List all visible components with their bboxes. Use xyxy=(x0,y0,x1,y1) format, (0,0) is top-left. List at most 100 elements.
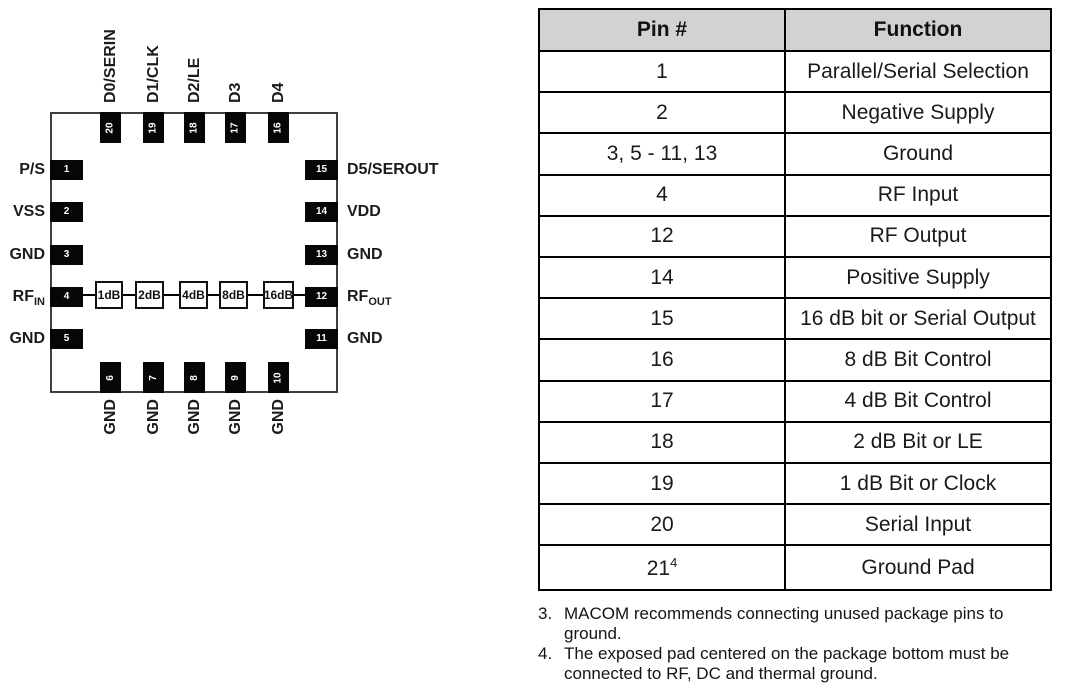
attenuator-block-16db: 16dB xyxy=(263,281,294,309)
attenuator-block-4db: 4dB xyxy=(179,281,208,309)
chip-package-outline xyxy=(50,112,338,393)
function-cell: 4 dB Bit Control xyxy=(784,379,1052,423)
pin-pad-17: 17 xyxy=(225,112,246,143)
pin-label-text: GND xyxy=(9,330,45,347)
pin-number: 17 xyxy=(229,121,241,134)
function-cell: Positive Supply xyxy=(784,256,1052,300)
pin-number: 18 xyxy=(188,121,200,134)
pin-label-gnd-bottom: GND xyxy=(269,399,287,435)
function-cell: Ground xyxy=(784,132,1052,176)
pin-label-gnd-bottom: GND xyxy=(144,399,162,435)
note-line: MACOM recommends connecting unused packa… xyxy=(564,604,1004,623)
attenuator-block-2db: 2dB xyxy=(135,281,164,309)
pin-pad-19: 19 xyxy=(143,112,164,143)
pin-label-gnd-bottom: GND xyxy=(101,399,119,435)
pin-label-d0-serin: D0/SERIN xyxy=(101,29,119,103)
pin-pad-7: 7 xyxy=(143,362,164,393)
pin-label-text: GND xyxy=(347,330,383,347)
pin-footnote-superscript: 4 xyxy=(670,554,678,570)
pin-number: 19 xyxy=(147,121,159,134)
pin-number: 13 xyxy=(315,249,328,260)
pin-number: 16 xyxy=(272,121,284,134)
note-item: 4.The exposed pad centered on the packag… xyxy=(538,644,1066,684)
function-cell: 16 dB bit or Serial Output xyxy=(784,297,1052,341)
function-cell: RF Output xyxy=(784,214,1052,259)
pin-cell: 4 xyxy=(538,173,786,217)
pin-pad-9: 9 xyxy=(225,362,246,393)
notes: 3. MACOM recommends connecting unused pac… xyxy=(538,604,1066,684)
pin-label-d1-clk: D1/CLK xyxy=(144,45,162,103)
note-text: The exposed pad centered on the package … xyxy=(564,644,1066,684)
pin-label-text: GND xyxy=(9,246,45,263)
pin-label-text: RF xyxy=(12,288,34,305)
pin-pad-2: 2 xyxy=(50,202,83,222)
note-line: The exposed pad centered on the package … xyxy=(564,644,1010,663)
note-number: 3. xyxy=(538,604,553,623)
pin-label-left-2: VSS xyxy=(0,201,45,223)
function-header: Function xyxy=(784,8,1052,52)
note-line: connected to RF, DC and thermal ground. xyxy=(564,664,878,683)
pin-number: 12 xyxy=(315,291,328,302)
pin-pad-6: 6 xyxy=(100,362,121,393)
function-cell: Ground Pad xyxy=(784,544,1052,591)
pin-label-right-14: VDD xyxy=(347,201,381,223)
pin-label-text: RF xyxy=(347,288,369,305)
pin-number: 6 xyxy=(104,374,116,381)
pin-pad-3: 3 xyxy=(50,245,83,265)
function-cell: 1 dB Bit or Clock xyxy=(784,462,1052,506)
pin-label-right-13: GND xyxy=(347,244,383,266)
function-cell: Parallel/Serial Selection xyxy=(784,49,1052,94)
pin-pad-20: 20 xyxy=(100,112,121,143)
pin-pad-13: 13 xyxy=(305,245,338,265)
pin-number: 2 xyxy=(63,206,70,217)
pin-pad-14: 14 xyxy=(305,202,338,222)
pin-cell: 3, 5 - 11, 13 xyxy=(538,132,786,176)
pin-cell: 20 xyxy=(538,503,786,547)
pin-number: 3 xyxy=(63,249,70,260)
pin-pad-1: 1 xyxy=(50,160,83,180)
pin-number: 10 xyxy=(272,371,284,384)
pin-cell: 2 xyxy=(538,91,786,135)
pin-pad-12: 12 xyxy=(305,287,338,307)
pin-number: 5 xyxy=(63,333,70,344)
pin-pad-16: 16 xyxy=(268,112,289,143)
pin-label-right-11: GND xyxy=(347,328,383,350)
pin-label-gnd-bottom: GND xyxy=(185,399,203,435)
pin-cell: 1 xyxy=(538,49,786,94)
pin-cell: 14 xyxy=(538,256,786,300)
pin-label-subscript: OUT xyxy=(368,296,392,308)
function-cell: Serial Input xyxy=(784,503,1052,547)
pin-label-right-12: RFOUT xyxy=(347,286,392,308)
pin-label-text: VDD xyxy=(347,203,381,220)
pin-label-text: GND xyxy=(347,246,383,263)
pin-number: 7 xyxy=(147,374,159,381)
pin-label-text: VSS xyxy=(12,203,45,220)
pin-label-left-3: GND xyxy=(0,244,45,266)
pin-number: 1 xyxy=(63,164,70,175)
pin-cell: 19 xyxy=(538,462,786,506)
pin-label-left-4: RFIN xyxy=(0,286,45,308)
note-text: MACOM recommends connecting unused packa… xyxy=(564,604,1066,644)
pin-number: 15 xyxy=(315,164,328,175)
attenuator-block-8db: 8dB xyxy=(219,281,248,309)
function-cell: 8 dB Bit Control xyxy=(784,338,1052,382)
pin-label-d3: D3 xyxy=(226,82,244,103)
pin-pad-5: 5 xyxy=(50,329,83,349)
pin-pad-8: 8 xyxy=(184,362,205,393)
attenuator-block-1db: 1dB xyxy=(95,281,123,309)
pin-cell: 15 xyxy=(538,297,786,341)
pin-pad-4: 4 xyxy=(50,287,83,307)
